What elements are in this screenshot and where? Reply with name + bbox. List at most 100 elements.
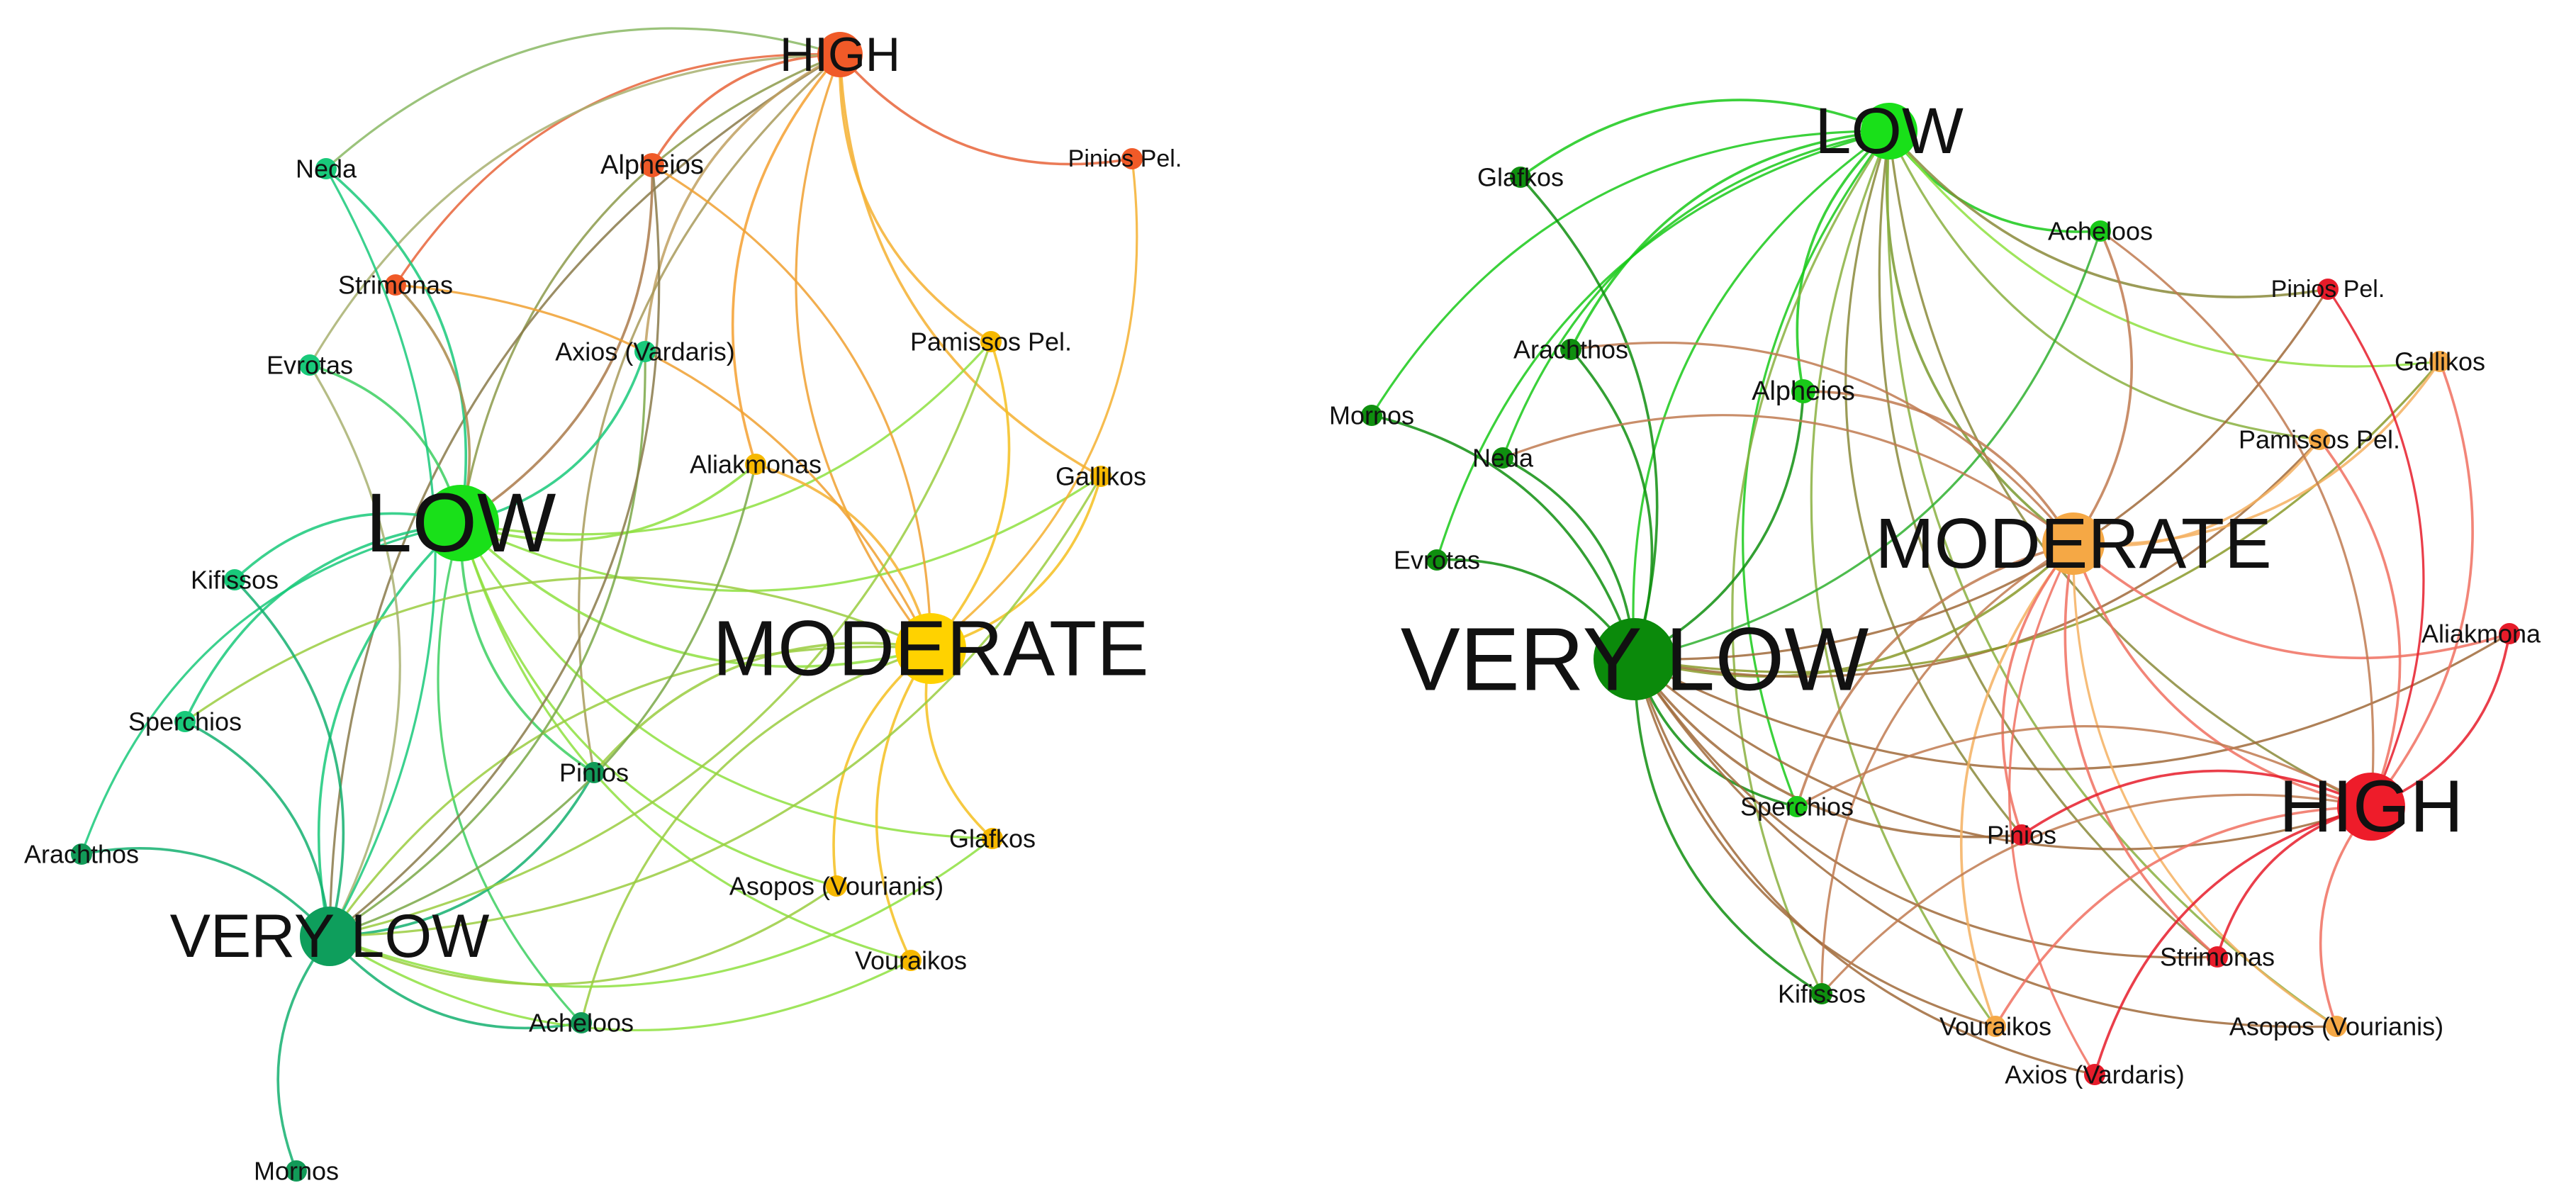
node-right-aliakmona xyxy=(2499,623,2520,644)
node-right-acheloos xyxy=(2090,220,2111,242)
label-left-asopos-vourianis: Asopos (Vourianis) xyxy=(729,872,943,901)
edge-right-moderate-gallikos xyxy=(2073,360,2441,546)
edge-left-high-pamissospel xyxy=(839,54,992,343)
label-right-very-low: VERY LOW xyxy=(1401,610,1869,710)
label-right-aliakmona: Aliakmona xyxy=(2421,619,2541,649)
label-left-pinios: Pinios xyxy=(559,758,629,787)
label-left-axios-vardaris: Axios (Vardaris) xyxy=(555,337,734,366)
edge-right-verylow-acheloos xyxy=(1634,230,2102,661)
label-left-strimonas: Strimonas xyxy=(338,271,453,300)
edge-right-verylow-arachthos xyxy=(1569,348,1654,660)
edge-left-moderate-gallikos xyxy=(930,476,1102,650)
node-left-asopos-vourianis xyxy=(826,875,847,897)
label-left-moderate: MODERATE xyxy=(712,605,1148,692)
node-right-low xyxy=(1861,103,1917,159)
edge-left-moderate-asopos xyxy=(832,647,932,887)
label-right-moderate: MODERATE xyxy=(1875,504,2271,583)
label-left-kifissos: Kifissos xyxy=(191,566,279,595)
label-right-pinios: Pinios xyxy=(1987,821,2056,850)
label-left-alpheios: Alpheios xyxy=(600,150,704,180)
label-right-asopos-vourianis: Asopos (Vourianis) xyxy=(2229,1012,2443,1041)
node-left-kifissos xyxy=(224,569,245,590)
edge-right-verylow-piniospel xyxy=(1634,288,2329,661)
edge-right-verylow-strimonas xyxy=(1633,658,2218,959)
label-left-aliakmonas: Aliakmonas xyxy=(690,450,822,479)
node-left-glafkos xyxy=(982,828,1003,849)
label-right-low: LOW xyxy=(1815,95,1964,167)
edge-left-verylow-axios xyxy=(329,351,646,938)
edge-left-verylow-kifissos xyxy=(233,578,345,937)
node-left-sperchios xyxy=(174,711,196,732)
node-left-arachthos xyxy=(71,843,92,865)
edge-left-high-pinios xyxy=(578,53,841,773)
node-left-pamissos-pel xyxy=(980,331,1002,352)
edge-right-low-kifissos xyxy=(1731,130,1891,994)
label-right-pamissos-pel: Pamissos Pel. xyxy=(2239,425,2400,454)
node-left-aliakmonas xyxy=(745,454,766,475)
edge-right-low-arachthos xyxy=(1569,130,1890,350)
edge-left-low-glafkos xyxy=(459,522,993,840)
label-left-mornos: Mornos xyxy=(254,1157,339,1186)
edge-right-low-gallikos xyxy=(1888,130,2441,368)
edge-right-moderate-arachthos xyxy=(1570,341,2075,545)
node-right-kifissos xyxy=(1811,983,1832,1004)
label-left-arachthos: Arachthos xyxy=(24,840,139,869)
node-right-sperchios xyxy=(1786,796,1808,817)
edge-right-verylow-asopos xyxy=(1633,658,2337,1028)
edge-left-high-piniospel xyxy=(839,53,1133,166)
edge-right-low-pinios xyxy=(1844,130,2023,836)
edge-right-high-gallikos xyxy=(2370,361,2474,808)
edge-left-low-pamissospel xyxy=(460,340,992,536)
node-right-axios-vardaris xyxy=(2084,1064,2105,1085)
edges-left xyxy=(80,27,1138,1172)
edge-left-low-asopos xyxy=(459,522,837,887)
label-right-strimonas: Strimonas xyxy=(2160,943,2275,972)
edge-right-low-neda xyxy=(1501,130,1890,459)
node-right-asopos-vourianis xyxy=(2326,1016,2347,1037)
edge-left-moderate-aliakmonas xyxy=(755,463,932,649)
node-left-vouraikos xyxy=(900,950,922,971)
edge-left-verylow-pamissospel xyxy=(329,341,992,938)
edge-right-moderate-asopos xyxy=(2072,543,2337,1028)
node-right-glafkos xyxy=(1510,167,1531,188)
label-right-acheloos: Acheloos xyxy=(2048,217,2153,246)
label-left-sperchios: Sperchios xyxy=(128,707,242,736)
edge-right-verylow-axios xyxy=(1633,658,2095,1076)
edge-right-high-vouraikos xyxy=(1994,805,2372,1027)
node-right-neda xyxy=(1492,447,1513,469)
edge-left-moderate-vouraikos xyxy=(875,648,932,961)
node-left-acheloos xyxy=(571,1012,592,1033)
node-right-high xyxy=(2337,773,2405,841)
edge-right-moderate-kifissos xyxy=(1820,542,2074,994)
label-right-mornos: Mornos xyxy=(1329,401,1414,430)
edge-left-verylow-neda xyxy=(325,168,437,937)
node-left-evrotas xyxy=(299,354,320,376)
edge-right-moderate-axios xyxy=(2008,543,2096,1075)
edge-left-high-neda xyxy=(325,27,841,170)
edge-right-high-sperchios xyxy=(1796,725,2372,808)
edge-right-low-vouraikos xyxy=(1810,130,1997,1027)
edge-left-high-verylow xyxy=(328,53,841,937)
edge-right-low-evrotas xyxy=(1435,130,1890,561)
node-right-alpheios xyxy=(1791,379,1815,403)
edge-left-moderate-acheloos xyxy=(580,647,931,1024)
node-right-strimonas xyxy=(2207,946,2228,968)
edge-left-high-gallikos xyxy=(839,54,1102,478)
edge-right-verylow-kifissos xyxy=(1633,658,1822,995)
node-left-neda xyxy=(315,158,337,179)
edge-right-verylow-gallikos xyxy=(1634,360,2441,673)
edge-left-verylow-pinios xyxy=(329,772,595,938)
node-left-high xyxy=(817,32,863,77)
node-right-pinios xyxy=(2011,824,2032,846)
edge-left-high-alpheios xyxy=(651,53,841,166)
edge-right-high-kifissos xyxy=(1820,793,2372,995)
nodes-left xyxy=(71,32,1143,1182)
label-right-vouraikos: Vouraikos xyxy=(1939,1012,2051,1041)
edge-left-verylow-aliakmonas xyxy=(329,464,757,938)
edge-left-moderate-sperchios xyxy=(184,576,931,723)
label-right-glafkos: Glafkos xyxy=(1477,163,1564,192)
edge-left-low-neda xyxy=(325,167,468,524)
